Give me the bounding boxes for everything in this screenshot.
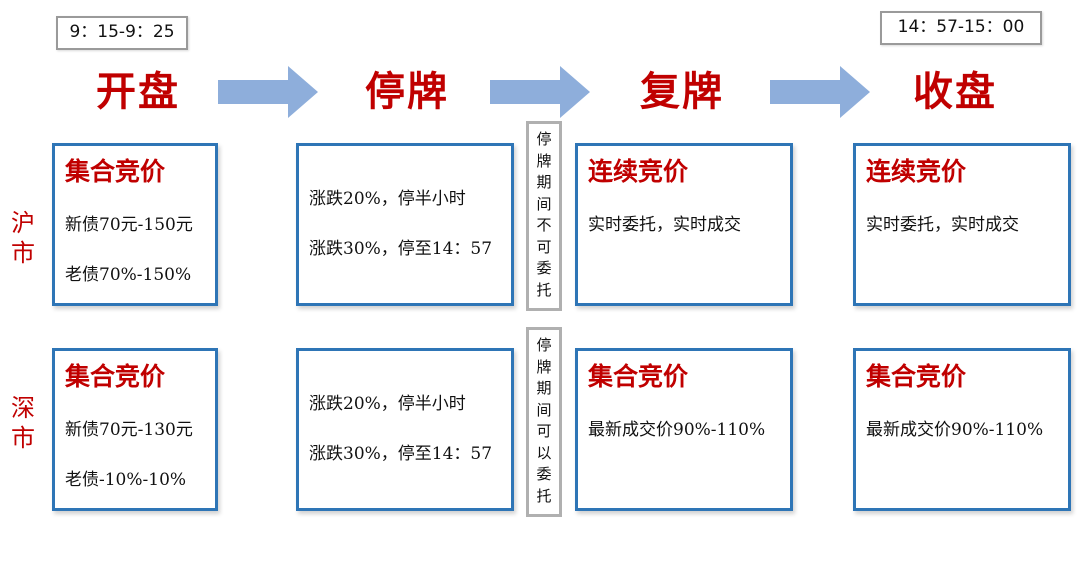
box-line: 涨跌30%，停至14：57: [309, 444, 493, 464]
box-line: 实时委托，实时成交: [866, 215, 1019, 235]
sh-close-box: 连续竞价 实时委托，实时成交: [853, 143, 1071, 306]
market-label-sh: 沪市: [11, 209, 35, 267]
sz-halt-box: 涨跌20%，停半小时 涨跌30%，停至14：57: [296, 348, 514, 511]
sz-resume-box: 集合竞价 最新成交价90%-110%: [575, 348, 793, 511]
note-text: 停牌期间可以委托: [536, 336, 552, 505]
box-line: 新债70元-130元: [65, 420, 193, 440]
sh-halt-note: 停牌期间不可委托: [526, 121, 562, 311]
sh-open-box: 集合竞价 新债70元-150元 老债70%-150%: [52, 143, 218, 306]
phase-resume: 复牌: [640, 68, 724, 115]
box-title: 集合竞价: [866, 362, 967, 391]
end-time-label: 14：57-15：00: [880, 11, 1042, 45]
box-line: 新债70元-150元: [65, 215, 193, 235]
phase-close: 收盘: [913, 68, 997, 115]
box-line: 最新成交价90%-110%: [866, 420, 1044, 440]
box-line: 老债70%-150%: [65, 265, 192, 285]
box-title: 集合竞价: [65, 157, 166, 186]
phase-open: 开盘: [96, 68, 180, 115]
box-line: 老债-10%-10%: [65, 470, 187, 490]
market-label-sz: 深市: [11, 394, 35, 452]
box-title: 连续竞价: [866, 157, 967, 186]
sz-halt-note: 停牌期间可以委托: [526, 327, 562, 517]
sh-halt-box: 涨跌20%，停半小时 涨跌30%，停至14：57: [296, 143, 514, 306]
sh-resume-box: 连续竞价 实时委托，实时成交: [575, 143, 793, 306]
sz-open-box: 集合竞价 新债70元-130元 老债-10%-10%: [52, 348, 218, 511]
box-line: 涨跌30%，停至14：57: [309, 239, 493, 259]
box-title: 集合竞价: [65, 362, 166, 391]
box-line: 实时委托，实时成交: [588, 215, 741, 235]
box-line: 最新成交价90%-110%: [588, 420, 766, 440]
box-title: 集合竞价: [588, 362, 689, 391]
box-title: 连续竞价: [588, 157, 689, 186]
arrow-right-icon: [770, 66, 870, 118]
arrow-right-icon: [490, 66, 590, 118]
arrow-right-icon: [218, 66, 318, 118]
box-line: 涨跌20%，停半小时: [309, 394, 466, 414]
note-text: 停牌期间不可委托: [536, 130, 552, 299]
start-time-label: 9：15-9：25: [56, 16, 188, 50]
phase-halt: 停牌: [365, 68, 449, 115]
box-line: 涨跌20%，停半小时: [309, 189, 466, 209]
sz-close-box: 集合竞价 最新成交价90%-110%: [853, 348, 1071, 511]
